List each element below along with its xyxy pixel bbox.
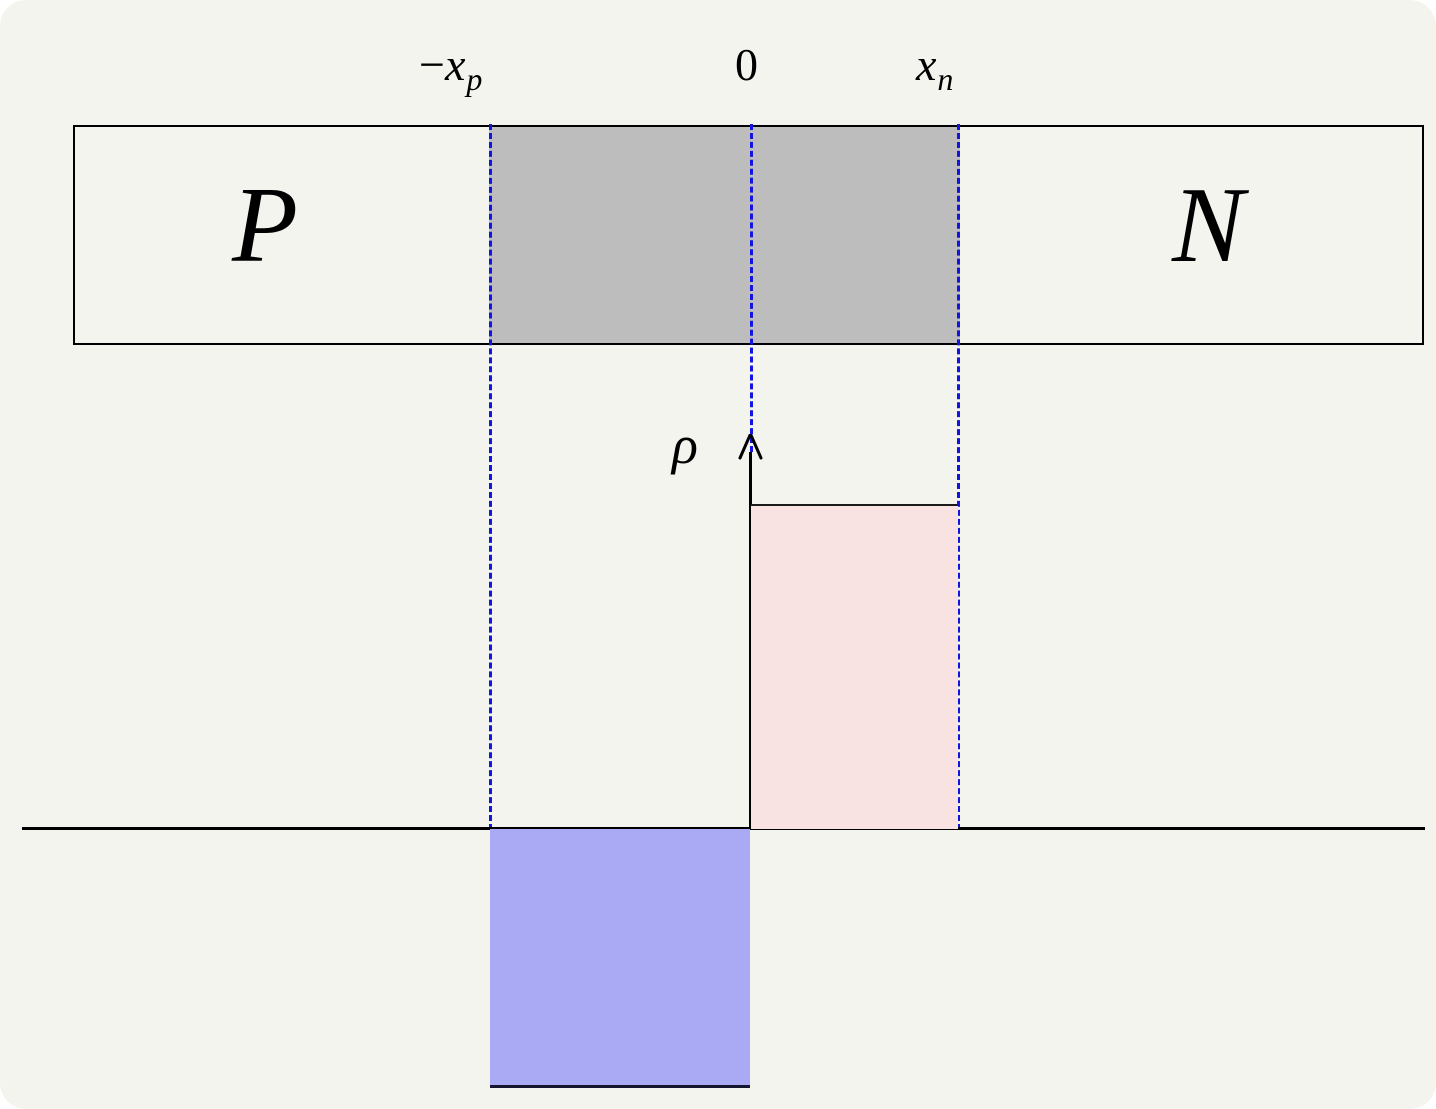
p-region-label: P [232, 166, 298, 285]
subscript-p-glyph: p [466, 61, 483, 98]
horizontal-zero-axis-line [22, 827, 1425, 830]
minus-sign-glyph: − [419, 39, 445, 90]
negative-space-charge-block [490, 829, 750, 1088]
rho-axis-arrow-icon [738, 434, 763, 460]
axis-tick-label-xn: xn [916, 39, 954, 98]
positive-space-charge-block [751, 504, 958, 829]
boundary-dashed-line-xn [957, 124, 960, 830]
rho-axis-line [749, 452, 752, 830]
axis-tick-label-minus-xp: −xp [419, 39, 483, 98]
boundary-dashed-line-xp [489, 124, 492, 830]
semiconductor-bar [73, 125, 1424, 345]
n-region-label: N [1172, 166, 1245, 285]
rho-axis-label: ρ [672, 415, 698, 475]
x-variable-glyph: x [444, 39, 466, 90]
subscript-n-glyph: n [937, 61, 954, 98]
x-variable-glyph: x [916, 39, 937, 90]
boundary-dashed-line-zero [750, 124, 753, 452]
axis-tick-label-zero: 0 [735, 39, 758, 90]
depletion-region [489, 127, 960, 343]
